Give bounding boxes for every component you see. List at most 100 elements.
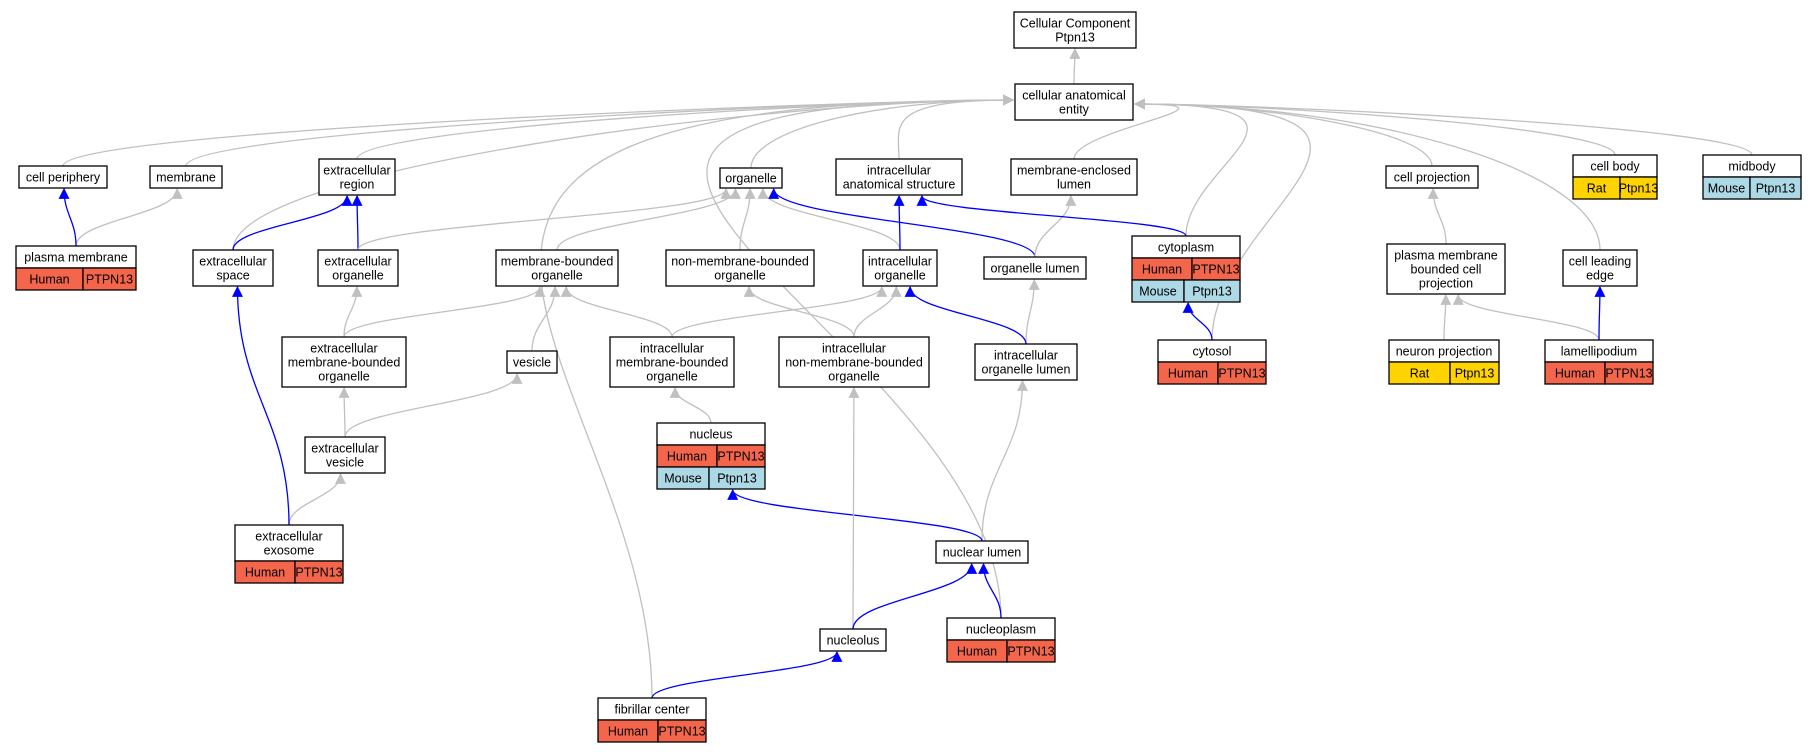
node-label-line: nucleolus <box>827 634 880 648</box>
node-box <box>778 336 930 388</box>
node-box <box>318 158 396 196</box>
gene-cell-label: PTPN13 <box>1605 367 1652 381</box>
part-of-edge-nuclear-lumen-to-nucleus <box>727 488 983 542</box>
gene-cell <box>1604 361 1654 385</box>
node-nucleolus[interactable]: nucleolus <box>819 628 887 652</box>
is-a-edge-extracellular-exosome-to-extracellular-vesicle <box>288 472 346 526</box>
node-label-line: vesicle <box>513 356 551 370</box>
part-of-edge-intracellular-organelle-to-intracellular-anatomical-structure <box>893 194 905 251</box>
node-label-line: space <box>216 269 249 283</box>
node-label-line: cell leading <box>1569 255 1632 269</box>
node-label-line: organelle <box>332 269 383 283</box>
is-a-edge-membrane-to-cae <box>185 94 1015 167</box>
node-label-line: cytoplasm <box>1158 241 1214 255</box>
node-label-line: extracellular <box>255 530 322 544</box>
node-label-line: plasma membrane <box>24 251 128 265</box>
is-a-edge-nuclear-lumen-to-ic-organelle-lumen <box>981 379 1028 542</box>
part-of-edge-extracellular-space-to-extracellular-region <box>232 194 353 251</box>
node-box <box>819 628 887 652</box>
gene-cell <box>82 267 137 291</box>
node-cell-projection[interactable]: cell projection <box>1385 165 1479 189</box>
gene-cell-label: PTPN13 <box>86 273 133 287</box>
node-label-line: midbody <box>1728 160 1776 174</box>
node-label-line: Ptpn13 <box>1055 31 1095 45</box>
node-box <box>665 249 815 287</box>
node-label-line: non-membrane-bounded <box>785 356 923 370</box>
gene-cell <box>1006 639 1056 663</box>
is-a-edge-ec-membrane-bounded-organelle-to-extracellular-organelle <box>343 285 363 338</box>
node-organelle-lumen[interactable]: organelle lumen <box>983 256 1087 280</box>
node-nuclear-lumen[interactable]: nuclear lumen <box>935 540 1029 564</box>
node-box <box>506 350 558 374</box>
node-vesicle[interactable]: vesicle <box>506 350 558 374</box>
is-a-edge-ic-non-membrane-bounded-organelle-to-intracellular-organelle <box>853 285 902 338</box>
is-a-edge-non-membrane-bounded-organelle-to-organelle <box>739 187 756 251</box>
node-label-line: projection <box>1419 277 1473 291</box>
node-label-line: region <box>340 178 375 192</box>
node-label-line: nucleus <box>689 428 732 442</box>
node-label-line: fibrillar center <box>614 703 689 717</box>
node-label-line: intracellular <box>822 342 886 356</box>
gene-cell-label: PTPN13 <box>717 450 764 464</box>
node-membrane[interactable]: membrane <box>149 165 223 189</box>
part-of-edge-plasma-membrane-to-cell-periphery <box>58 187 77 247</box>
node-box <box>609 336 735 388</box>
node-label-line: intracellular <box>868 255 932 269</box>
gene-cell-label: Ptpn13 <box>1619 182 1659 196</box>
node-box <box>1386 243 1506 295</box>
gene-cell-label: Ptpn13 <box>717 472 757 486</box>
node-label-line: organelle <box>828 370 879 384</box>
node-label-line: Cellular Component <box>1020 17 1131 31</box>
node-box <box>304 436 386 474</box>
is-a-edge-membrane-bounded-organelle-to-organelle <box>556 187 741 251</box>
is-a-edge-extracellular-vesicle-to-ec-membrane-bounded-organelle <box>338 386 350 438</box>
is-a-edge-ec-membrane-bounded-organelle-to-membrane-bounded-organelle <box>343 285 546 338</box>
is-a-edge-cytosol-to-cae <box>1133 98 1312 341</box>
is-a-edge-lamellipodium-to-pm-bounded-cell-projection <box>1452 293 1600 341</box>
species-cell-label: Mouse <box>664 472 702 486</box>
node-label-line: vesicle <box>326 456 364 470</box>
node-label-line: nucleoplasm <box>966 623 1036 637</box>
node-organelle[interactable]: organelle <box>719 167 783 189</box>
node-label-line: membrane-bounded <box>616 356 729 370</box>
is-a-edge-ic-membrane-bounded-organelle-to-intracellular-organelle <box>671 285 888 338</box>
node-label-line: organelle <box>874 269 925 283</box>
node-box <box>835 158 963 196</box>
node-box <box>1013 11 1137 49</box>
species-cell-label: Human <box>667 450 707 464</box>
node-cell-periphery[interactable]: cell periphery <box>18 165 108 189</box>
gene-cell-label: Ptpn13 <box>1192 285 1232 299</box>
node-intracellular-non-membrane-bounded-organelle[interactable]: intracellularnon-membrane-boundedorganel… <box>778 336 930 388</box>
is-a-edge-neuron-projection-to-pm-bounded-cell-projection <box>1440 293 1452 341</box>
is-a-edge-cell-leading-edge-to-cae <box>1133 98 1601 251</box>
part-of-edge-lamellipodium-to-cell-leading-edge <box>1594 285 1606 341</box>
node-box <box>149 165 223 189</box>
